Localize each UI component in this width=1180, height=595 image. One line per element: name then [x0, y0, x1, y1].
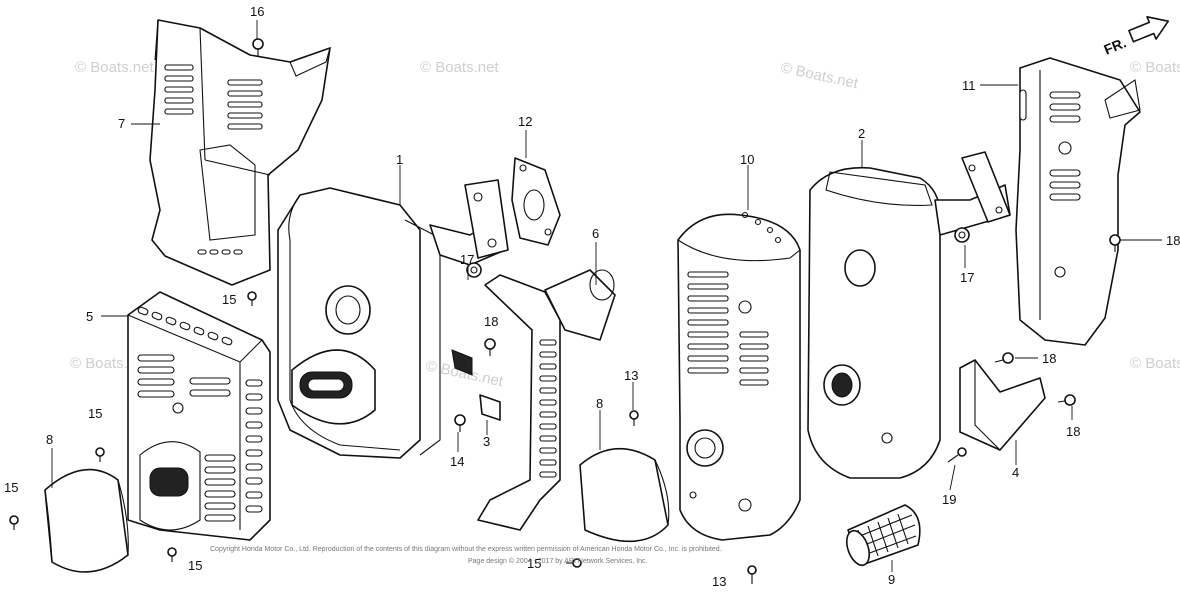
part-11-upper-protector — [1015, 57, 1141, 346]
callout-5: 5 — [86, 309, 93, 324]
copyright-line: Copyright Honda Motor Co., Ltd. Reproduc… — [210, 546, 722, 553]
callout-12: 12 — [518, 114, 532, 129]
watermark-text: © Boats.net — [779, 59, 860, 92]
vent-slots — [1049, 91, 1081, 201]
bolt-icon — [9, 515, 19, 530]
bolt-icon — [484, 338, 496, 356]
part-8-muffler-cap-left — [44, 468, 129, 573]
callout-14: 14 — [450, 454, 464, 469]
callout-13: 13 — [712, 574, 726, 589]
watermark-text: © Boats.net — [75, 59, 154, 76]
callout-7: 7 — [118, 116, 125, 131]
callout-4: 4 — [1012, 465, 1019, 480]
callout-labels: 16 7 12 1 10 2 11 6 17 17 18 5 15 18 18 … — [4, 4, 1180, 589]
watermark-text: © Boats.net — [420, 59, 499, 76]
part-3-clip — [451, 349, 501, 421]
callout-2: 2 — [858, 126, 865, 141]
bolt-icon — [947, 447, 967, 463]
callout-15: 15 — [88, 406, 102, 421]
vent-slots — [164, 64, 263, 255]
part-8-muffler-cap-middle — [579, 447, 670, 543]
bolt-icon — [454, 414, 466, 432]
nut-icon — [466, 262, 482, 278]
callout-8: 8 — [596, 396, 603, 411]
callout-18: 18 — [1042, 351, 1056, 366]
callout-18: 18 — [484, 314, 498, 329]
part-9-spark-arrester — [845, 504, 921, 567]
part-1-muffler — [277, 179, 509, 459]
callout-17: 17 — [460, 252, 474, 267]
watermark-text: © Boats.net — [1130, 59, 1180, 76]
part-4-bracket — [959, 359, 1046, 451]
callout-10: 10 — [740, 152, 754, 167]
callout-15: 15 — [527, 556, 541, 571]
bolt-icon — [167, 547, 177, 562]
callout-9: 9 — [888, 572, 895, 587]
bolt-icon — [252, 38, 264, 56]
callout-11: 11 — [962, 78, 976, 93]
callout-15: 15 — [222, 292, 236, 307]
front-arrow-icon — [1128, 15, 1170, 43]
callout-19: 19 — [942, 492, 956, 507]
bolt-icon — [566, 558, 582, 568]
part-6-side-protector — [477, 269, 616, 531]
callout-1: 1 — [396, 152, 403, 167]
callout-8: 8 — [46, 432, 53, 447]
part-10-muffler-cover — [677, 211, 801, 541]
nut-icon — [954, 227, 970, 243]
callout-3: 3 — [483, 434, 490, 449]
part-7-upper-protector — [149, 19, 331, 286]
vent-slots — [687, 271, 769, 386]
part-2-muffler — [807, 151, 1011, 479]
callout-13: 13 — [624, 368, 638, 383]
part-12-gasket — [511, 157, 561, 246]
leader-lines — [51, 20, 1162, 572]
bolt-icon — [95, 447, 105, 462]
vent-slots — [539, 339, 557, 478]
watermark-text: © Boats.net — [1130, 355, 1180, 372]
callout-15: 15 — [4, 480, 18, 495]
callout-15: 15 — [188, 558, 202, 573]
callout-6: 6 — [592, 226, 599, 241]
copyright-line: Page design © 2004 - 2017 by ARI Network… — [468, 557, 648, 565]
front-direction-indicator: FR. — [1101, 15, 1170, 58]
fasteners — [9, 38, 1121, 584]
copyright-notice: Copyright Honda Motor Co., Ltd. Reproduc… — [210, 546, 722, 565]
callout-18: 18 — [1066, 424, 1080, 439]
part-5-lower-protector — [127, 291, 271, 541]
bolt-icon — [247, 291, 257, 306]
vent-slots — [137, 306, 263, 522]
bolt-icon — [1057, 394, 1076, 406]
callout-17: 17 — [960, 270, 974, 285]
bolt-icon — [747, 565, 757, 584]
bolt-icon — [629, 410, 639, 426]
callout-16: 16 — [250, 4, 264, 19]
front-direction-label: FR. — [1101, 34, 1128, 57]
bolt-icon — [994, 352, 1014, 364]
callout-18: 18 — [1166, 233, 1180, 248]
